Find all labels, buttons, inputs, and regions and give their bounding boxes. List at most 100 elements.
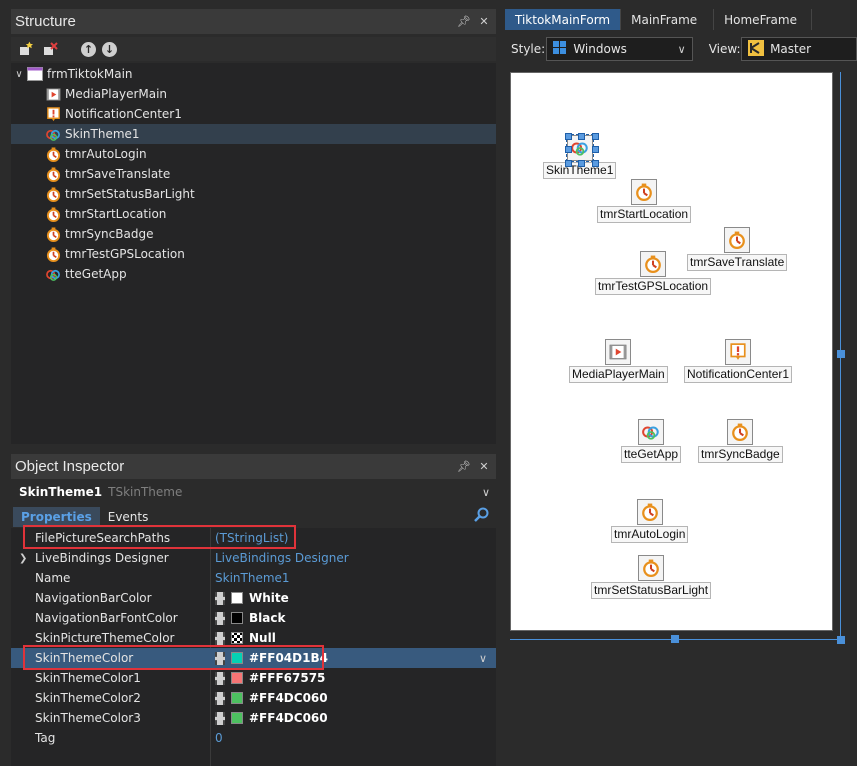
tree-root[interactable]: ∨ frmTiktokMain: [11, 64, 496, 84]
color-editor-icon[interactable]: [215, 591, 225, 605]
chevron-down-icon[interactable]: ∨: [481, 485, 490, 499]
component-label: tmrStartLocation: [597, 206, 692, 223]
component-label: tmrTestGPSLocation: [595, 278, 712, 295]
close-icon[interactable]: ✕: [479, 15, 489, 28]
delete-component-icon[interactable]: [41, 40, 59, 58]
inspector-component-selector[interactable]: SkinTheme1 TSkinTheme ∨: [11, 481, 496, 503]
color-editor-icon[interactable]: [215, 671, 225, 685]
tree-item[interactable]: tteGetApp: [11, 264, 496, 284]
property-value[interactable]: #FFF67575: [215, 671, 325, 685]
selection-handle[interactable]: [577, 133, 585, 140]
close-icon[interactable]: ✕: [479, 460, 489, 473]
tree-item-label: tteGetApp: [65, 267, 127, 281]
horizontal-resize-handle[interactable]: [671, 635, 679, 643]
property-value[interactable]: #FF4DC060: [215, 691, 328, 705]
style-select[interactable]: Windows ∨: [546, 37, 693, 61]
move-down-icon[interactable]: ↓: [102, 41, 117, 57]
tree-item[interactable]: MediaPlayerMain: [11, 84, 496, 104]
design-component[interactable]: tmrSaveTranslate: [687, 227, 788, 271]
add-component-icon[interactable]: [17, 40, 35, 58]
design-component[interactable]: tmrSyncBadge: [698, 419, 783, 463]
style-value: Windows: [573, 42, 627, 56]
color-editor-icon[interactable]: [215, 651, 225, 665]
vertical-resize-handle[interactable]: [837, 350, 845, 358]
property-row[interactable]: SkinThemeColor3#FF4DC060: [11, 708, 496, 728]
selection-handle[interactable]: [564, 133, 572, 140]
chevron-down-icon[interactable]: ∨: [15, 68, 23, 80]
selection-handle[interactable]: [591, 133, 599, 140]
tab-homeframe[interactable]: HomeFrame: [714, 9, 813, 30]
timer-icon: [45, 206, 61, 222]
column-divider[interactable]: [210, 528, 211, 766]
form-design-surface[interactable]: SkinTheme1 tmrStartLocation tmrSaveTransla…: [510, 72, 833, 631]
move-up-icon[interactable]: ↑: [81, 41, 96, 57]
design-component[interactable]: SkinTheme1: [543, 133, 617, 179]
timer-icon: [724, 227, 751, 253]
design-component[interactable]: tmrStartLocation: [597, 179, 692, 223]
property-value[interactable]: (TStringList): [215, 531, 289, 545]
tab-events[interactable]: Events: [107, 510, 149, 524]
property-row[interactable]: SkinThemeColor#FF04D1B4∨: [11, 648, 496, 668]
selection-handle[interactable]: [577, 160, 585, 167]
search-icon[interactable]: [474, 507, 490, 526]
design-component[interactable]: tmrSetStatusBarLight: [591, 555, 712, 599]
selection-handle[interactable]: [564, 160, 572, 167]
structure-title: Structure: [15, 13, 76, 30]
tree-item[interactable]: tmrSetStatusBarLight: [11, 184, 496, 204]
tree-item[interactable]: tmrSaveTranslate: [11, 164, 496, 184]
tree-item[interactable]: tmrSyncBadge: [11, 224, 496, 244]
tree-item[interactable]: NotificationCenter1: [11, 104, 496, 124]
tree-item[interactable]: tmrAutoLogin: [11, 144, 496, 164]
design-component[interactable]: tmrTestGPSLocation: [595, 251, 712, 295]
timer-icon: [45, 246, 61, 262]
selection-handle[interactable]: [591, 146, 599, 153]
color-editor-icon[interactable]: [215, 711, 225, 725]
chevron-down-icon[interactable]: ∨: [677, 42, 686, 56]
design-component[interactable]: tteGetApp: [621, 419, 682, 463]
property-value[interactable]: Null: [215, 631, 276, 645]
structure-toolbar: ↑ ↓: [11, 37, 496, 61]
structure-header: Structure 📌︎ ✕: [11, 9, 496, 34]
property-value[interactable]: White: [215, 591, 289, 605]
design-component[interactable]: tmrAutoLogin: [611, 499, 689, 543]
tree-item-label: SkinTheme1: [65, 127, 140, 141]
property-row[interactable]: FilePictureSearchPaths(TStringList): [11, 528, 496, 548]
corner-resize-handle[interactable]: [837, 636, 845, 644]
property-value[interactable]: SkinTheme1: [215, 571, 290, 585]
color-editor-icon[interactable]: [215, 691, 225, 705]
component-label: NotificationCenter1: [684, 366, 793, 383]
pin-icon[interactable]: 📌︎: [457, 460, 471, 473]
property-value[interactable]: #FF4DC060: [215, 711, 328, 725]
view-select[interactable]: Master: [741, 37, 857, 61]
chevron-right-icon[interactable]: ❯: [19, 552, 28, 564]
color-editor-icon[interactable]: [215, 631, 225, 645]
pin-icon[interactable]: 📌︎: [457, 15, 471, 28]
chevron-down-icon[interactable]: ∨: [479, 651, 488, 665]
selection-handle[interactable]: [564, 146, 572, 153]
component-label: MediaPlayerMain: [569, 366, 668, 383]
selection-handle[interactable]: [591, 160, 599, 167]
design-component[interactable]: NotificationCenter1: [684, 339, 793, 383]
tab-tiktokmainform[interactable]: TiktokMainForm: [505, 9, 622, 30]
property-row[interactable]: SkinThemeColor2#FF4DC060: [11, 688, 496, 708]
style-label: Style:: [511, 42, 546, 56]
property-value[interactable]: 0: [215, 731, 223, 745]
property-value[interactable]: Black: [215, 611, 285, 625]
design-component[interactable]: MediaPlayerMain: [569, 339, 668, 383]
property-value[interactable]: #FF04D1B4: [215, 651, 328, 665]
tab-mainframe[interactable]: MainFrame: [621, 9, 715, 30]
property-row[interactable]: SkinThemeColor1#FFF67575: [11, 668, 496, 688]
tree-item[interactable]: tmrTestGPSLocation: [11, 244, 496, 264]
tree-item[interactable]: tmrStartLocation: [11, 204, 496, 224]
media-player-icon: [45, 86, 61, 102]
tab-properties[interactable]: Properties: [13, 507, 100, 527]
tree-item[interactable]: SkinTheme1: [11, 124, 496, 144]
color-editor-icon[interactable]: [215, 611, 225, 625]
property-value[interactable]: LiveBindings Designer: [215, 551, 349, 565]
